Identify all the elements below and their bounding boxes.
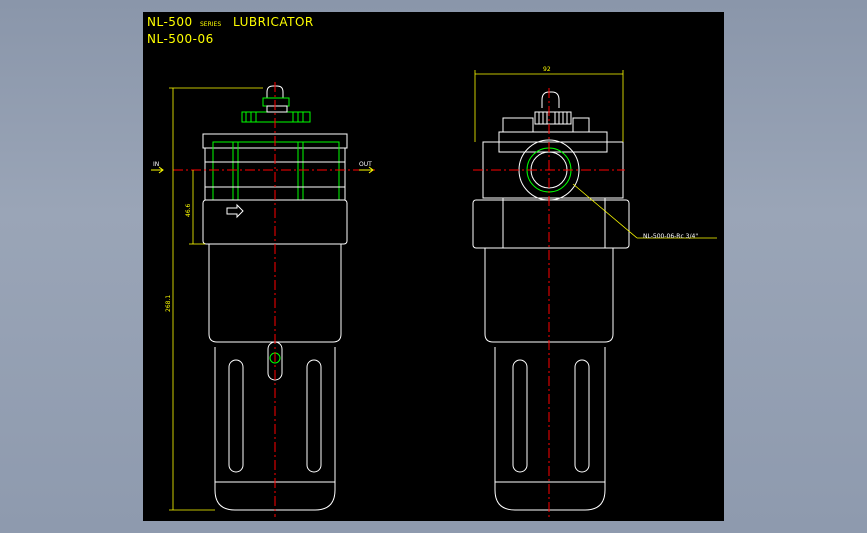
dim-width: 92 [543,66,551,73]
title-series: SERIES [200,21,221,28]
label-out: OUT [359,161,372,168]
cap-ring [241,111,311,123]
in-arrow-icon [151,166,164,174]
side-knob [534,111,572,125]
side-centerlines [473,88,625,517]
port-callout: NL-500-06-Rc 3/4" [643,233,698,240]
dim-port-height: 46.6 [185,203,192,217]
side-dimensions [474,70,717,239]
dim-total-height: 268.1 [165,295,172,312]
side-ring [472,199,630,249]
out-arrow-icon [359,166,374,174]
front-dimensions [169,87,263,511]
cad-drawing: NL-500 SERIES LUBRICATOR NL-500-06 [147,15,717,517]
cad-drawing-viewport[interactable]: NL-500 SERIES LUBRICATOR NL-500-06 [143,12,724,521]
title-product: LUBRICATOR [233,15,314,29]
port-body [212,141,340,201]
flow-arrow-icon [226,203,244,219]
port-labels: IN OUT [151,161,374,174]
drawing-title: NL-500 SERIES LUBRICATOR NL-500-06 [147,15,314,46]
adjusting-knob [262,97,290,107]
side-view [472,91,630,511]
side-guard [494,347,606,511]
title-part-number: NL-500-06 [147,32,214,46]
title-model: NL-500 [147,15,193,29]
label-in: IN [153,161,159,168]
front-centerlines [173,82,375,517]
